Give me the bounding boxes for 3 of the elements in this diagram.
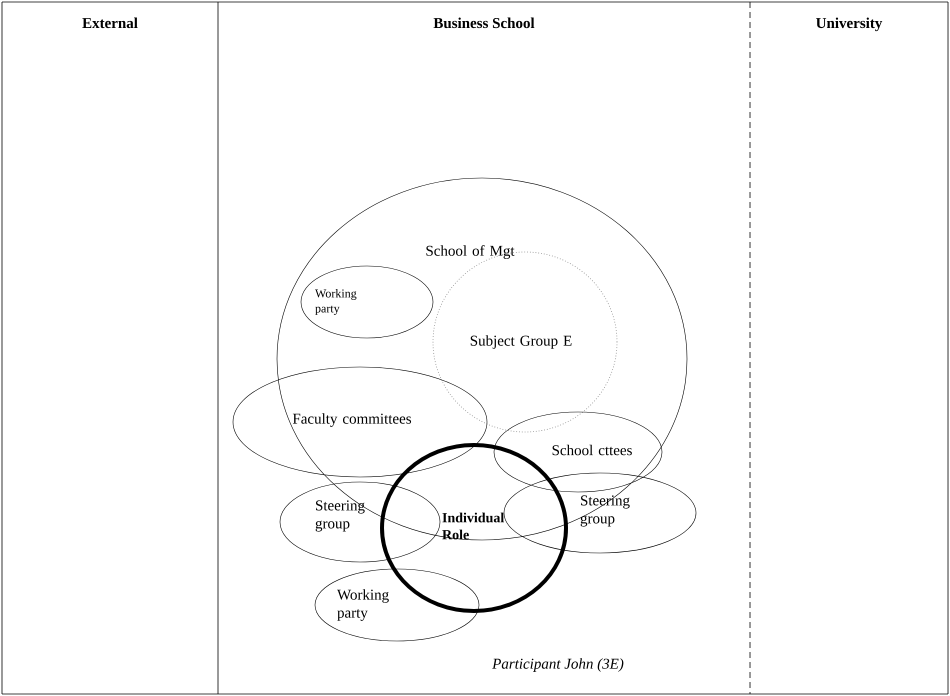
column-band: External (2, 2, 218, 694)
column-band: University (750, 2, 948, 694)
participant-note: Participant John (3E) (492, 658, 624, 672)
